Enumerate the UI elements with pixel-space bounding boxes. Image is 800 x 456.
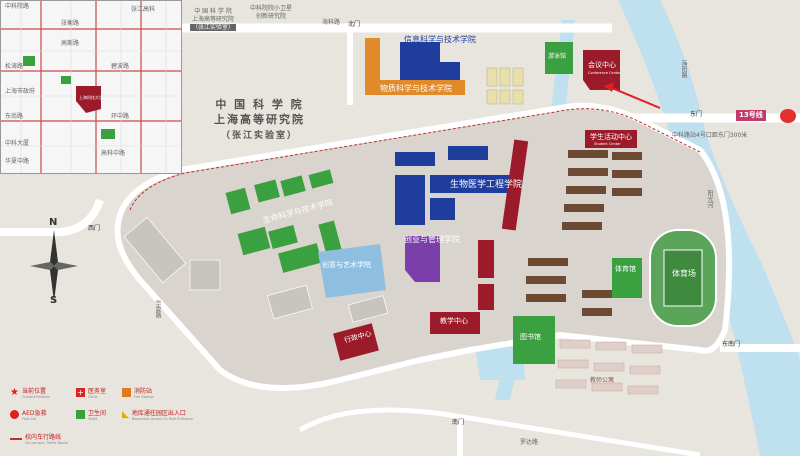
shuttle-route [129,108,701,211]
inset-campus-marker [76,86,101,113]
teaching-center [430,312,480,334]
phys-college-building [365,38,465,95]
current-location-icon: ★ [10,387,19,398]
admin-center [333,323,379,361]
gate-southeast[interactable]: 东南门 [722,341,741,348]
small-title: 中 国 科 学 院 上海高等研究院 （张江实验室） [190,8,237,31]
metro-logo-icon [780,109,796,123]
creative-college-building [318,244,386,298]
parking-icon: ◣ [122,409,129,420]
gate-south[interactable]: 南门 [452,419,465,426]
teacher-apartments [555,339,663,395]
library [513,316,555,364]
swimming-pool [545,42,573,74]
life-college-cluster [225,169,342,273]
route-arrow [611,87,661,109]
clinic-icon: + [76,388,85,397]
conference-center [583,50,620,90]
student-center [585,130,637,148]
dormitories [526,150,642,316]
aed-icon [10,410,19,419]
fire-station-icon [122,388,131,397]
metro-badge[interactable]: 13号线 [736,108,800,128]
gate-west[interactable]: 西门 [88,225,101,232]
shuttle-route-icon [10,437,22,440]
info-college-building [400,42,460,80]
gate-north[interactable]: 北门 [348,21,361,28]
compass: N S [28,218,80,308]
road-west [0,198,104,236]
main-title: 中 国 科 学 院 上海高等研究院 （张江实验室） [214,98,305,141]
inset-map: 中科院路 张衡路 松涛路 碧波路 东尚路 环中路 高科中路 高斯路 上海市政府 … [0,0,182,174]
sports-hall [612,258,642,298]
restroom-icon [76,410,85,419]
bio-college-cluster [395,146,510,225]
gate-east[interactable]: 东门 [690,111,703,118]
entre-college-building [405,236,440,282]
